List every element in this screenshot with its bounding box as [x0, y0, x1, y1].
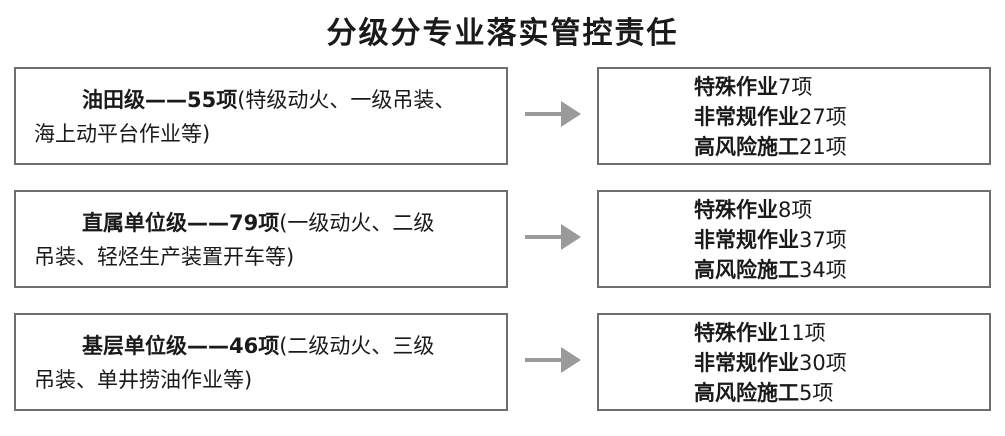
level-detail-line1: (二级动火、三级: [279, 334, 435, 358]
category-name: 非常规作业: [694, 228, 799, 252]
level-row-subsidiary: 直属单位级——79项(一级动火、二级 吊装、轻烃生产装置开车等) 特殊作业8项 …: [0, 190, 1005, 292]
level-detail-line2: 吊装、轻烃生产装置开车等): [34, 245, 295, 269]
category-name: 高风险施工: [694, 135, 799, 159]
category-count: 27项: [799, 105, 847, 129]
level-box: 直属单位级——79项(一级动火、二级 吊装、轻烃生产装置开车等): [14, 190, 508, 288]
level-detail-line2: 海上动平台作业等): [34, 122, 211, 146]
category-count: 34项: [799, 258, 847, 282]
category-name: 非常规作业: [694, 105, 799, 129]
category-count: 8项: [778, 198, 813, 222]
category-line: 高风险施工5项: [694, 378, 989, 408]
level-detail-line2: 吊装、单井捞油作业等): [34, 368, 253, 392]
category-line: 非常规作业30项: [694, 348, 989, 378]
category-line: 非常规作业37项: [694, 225, 989, 255]
arrow-right-icon: [525, 224, 581, 250]
level-label: 基层单位级——46项: [82, 334, 280, 358]
category-count: 11项: [778, 321, 826, 345]
level-box: 油田级——55项(特级动火、一级吊装、 海上动平台作业等): [14, 67, 508, 165]
level-label: 油田级——55项: [82, 88, 238, 112]
category-line: 高风险施工34项: [694, 255, 989, 285]
category-count: 37项: [799, 228, 847, 252]
category-count: 7项: [778, 75, 813, 99]
diagram-title: 分级分专业落实管控责任: [326, 16, 679, 51]
category-count: 30项: [799, 351, 847, 375]
category-name: 高风险施工: [694, 258, 799, 282]
level-detail-line1: (一级动火、二级: [279, 211, 435, 235]
category-box: 特殊作业11项 非常规作业30项 高风险施工5项: [597, 313, 991, 411]
level-detail-line1: (特级动火、一级吊装、: [237, 88, 456, 112]
level-label: 直属单位级——79项: [82, 211, 280, 235]
category-name: 特殊作业: [694, 75, 778, 99]
level-row-oilfield: 油田级——55项(特级动火、一级吊装、 海上动平台作业等) 特殊作业7项 非常规…: [0, 67, 1005, 169]
category-line: 非常规作业27项: [694, 102, 989, 132]
category-name: 非常规作业: [694, 351, 799, 375]
category-line: 特殊作业8项: [694, 195, 989, 225]
category-count: 21项: [799, 135, 847, 159]
category-box: 特殊作业7项 非常规作业27项 高风险施工21项: [597, 67, 991, 165]
arrow-right-icon: [525, 347, 581, 373]
category-name: 特殊作业: [694, 321, 778, 345]
category-box: 特殊作业8项 非常规作业37项 高风险施工34项: [597, 190, 991, 288]
category-line: 特殊作业11项: [694, 318, 989, 348]
arrow-right-icon: [525, 101, 581, 127]
category-line: 高风险施工21项: [694, 132, 989, 162]
category-count: 5项: [799, 381, 834, 405]
category-line: 特殊作业7项: [694, 72, 989, 102]
level-box: 基层单位级——46项(二级动火、三级 吊装、单井捞油作业等): [14, 313, 508, 411]
level-row-grassroots: 基层单位级——46项(二级动火、三级 吊装、单井捞油作业等) 特殊作业11项 非…: [0, 313, 1005, 415]
category-name: 高风险施工: [694, 381, 799, 405]
category-name: 特殊作业: [694, 198, 778, 222]
